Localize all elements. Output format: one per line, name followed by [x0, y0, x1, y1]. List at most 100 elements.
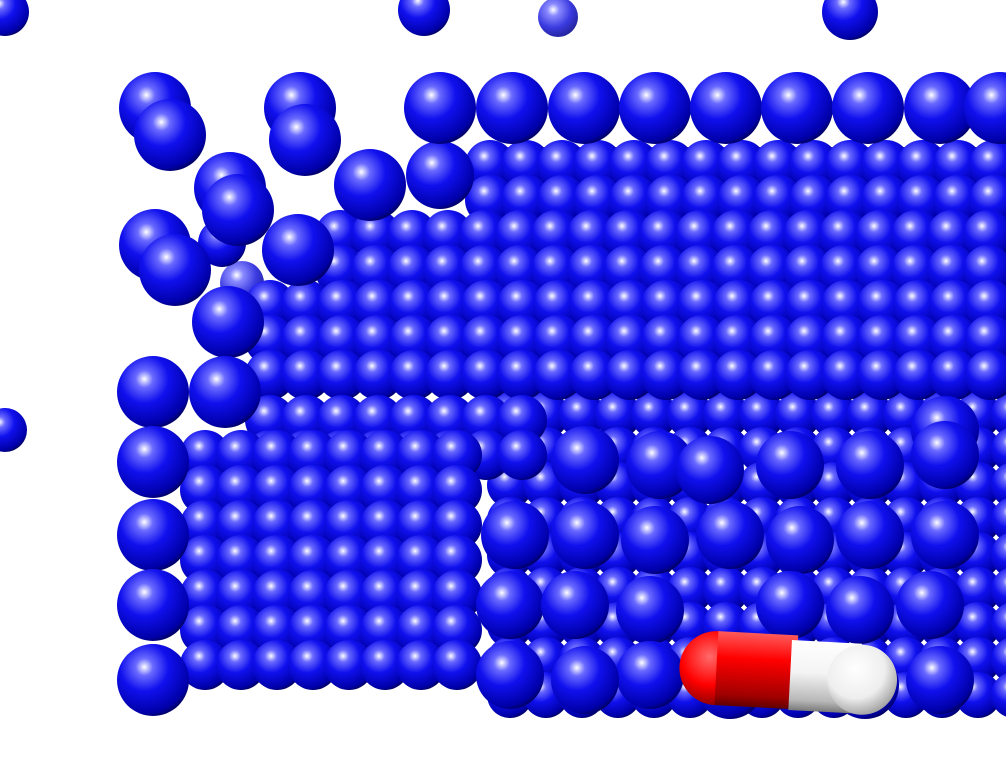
atom-sphere: [569, 280, 619, 330]
atom-sphere: [216, 640, 266, 690]
atom-sphere: [432, 570, 482, 620]
atom-sphere: [603, 210, 653, 260]
atom-sphere: [288, 640, 338, 690]
atom-sphere: [216, 430, 266, 480]
atom-sphere: [681, 140, 731, 190]
atom-sphere: [459, 210, 509, 260]
atom-sphere: [353, 280, 403, 330]
atom-sphere: [216, 500, 266, 550]
atom-sphere: [180, 535, 230, 585]
atom-sphere: [826, 576, 894, 644]
atom-sphere: [711, 210, 761, 260]
oh-molecule-group: [679, 631, 898, 715]
atom-sphere: [360, 465, 410, 515]
atom-sphere: [117, 426, 189, 498]
atom-sphere: [713, 315, 763, 365]
atom-sphere: [288, 535, 338, 585]
atom-sphere: [216, 465, 266, 515]
atom-sphere: [353, 315, 403, 365]
atom-sphere: [675, 210, 725, 260]
atom-sphere: [465, 140, 515, 190]
atom-sphere: [621, 506, 689, 574]
atom-sphere: [396, 605, 446, 655]
atom-sphere: [857, 315, 907, 365]
atom-sphere: [991, 428, 1006, 472]
atom-sphere: [569, 315, 619, 365]
atom-sphere: [360, 430, 410, 480]
atom-sphere: [775, 392, 821, 438]
atom-sphere: [432, 465, 482, 515]
atom-sphere: [616, 576, 684, 644]
atom-sphere: [288, 570, 338, 620]
atom-sphere: [836, 431, 904, 499]
atom-sphere: [703, 567, 749, 613]
atom-sphere: [645, 140, 695, 190]
atom-sphere: [202, 174, 274, 246]
atom-sphere: [387, 210, 437, 260]
atom-sphere: [756, 431, 824, 499]
atom-sphere: [324, 605, 374, 655]
atom-sphere: [317, 280, 367, 330]
atom-sphere: [425, 315, 475, 365]
atom-sphere: [389, 350, 439, 400]
atom-sphere: [616, 641, 684, 709]
atom-sphere: [360, 535, 410, 585]
atom-sphere: [537, 140, 587, 190]
atom-sphere: [538, 0, 578, 37]
atom-sphere: [324, 640, 374, 690]
atom-sphere: [991, 393, 1006, 437]
atom-sphere: [677, 350, 727, 400]
atom-sphere: [551, 646, 619, 714]
atom-sphere: [461, 315, 511, 365]
atom-sphere: [139, 234, 211, 306]
atom-sphere: [425, 350, 475, 400]
atom-sphere: [317, 350, 367, 400]
atom-sphere: [334, 149, 406, 221]
atom-sphere: [389, 315, 439, 365]
atom-sphere: [495, 210, 545, 260]
atom-sphere: [641, 350, 691, 400]
atom-sphere: [753, 140, 803, 190]
atom-sphere: [893, 315, 943, 365]
atom-sphere: [476, 641, 544, 709]
atom-sphere: [929, 350, 979, 400]
atom-sphere: [117, 499, 189, 571]
atom-sphere: [551, 426, 619, 494]
atom-sphere: [541, 571, 609, 639]
atom-sphere: [822, 0, 878, 40]
atom-sphere: [501, 140, 551, 190]
atom-sphere: [432, 430, 482, 480]
atom-sphere: [533, 315, 583, 365]
atom-sphere: [252, 430, 302, 480]
atom-layer: [0, 0, 1006, 719]
atom-sphere: [893, 280, 943, 330]
atom-sphere: [677, 280, 727, 330]
atom-sphere: [847, 392, 893, 438]
atom-sphere: [766, 506, 834, 574]
atom-sphere: [0, 408, 27, 452]
oh-molecule: [679, 631, 898, 715]
atom-sphere: [360, 500, 410, 550]
atom-sphere: [676, 436, 744, 504]
atom-sphere: [991, 568, 1006, 612]
atom-sphere: [481, 501, 549, 569]
atom-sphere: [281, 280, 331, 330]
atom-sphere: [639, 210, 689, 260]
atom-sphere: [756, 571, 824, 639]
atom-sphere: [262, 214, 334, 286]
atom-sphere: [783, 210, 833, 260]
atom-sphere: [360, 605, 410, 655]
atom-sphere: [929, 315, 979, 365]
atom-sphere: [531, 210, 581, 260]
atom-sphere: [476, 72, 548, 144]
atom-sphere: [955, 567, 1001, 613]
atom-sphere: [351, 210, 401, 260]
atom-sphere: [497, 315, 547, 365]
atom-sphere: [425, 280, 475, 330]
atom-sphere: [353, 350, 403, 400]
atom-sphere: [857, 280, 907, 330]
atom-sphere: [252, 640, 302, 690]
atom-sphere: [991, 533, 1006, 577]
atom-sphere: [432, 605, 482, 655]
